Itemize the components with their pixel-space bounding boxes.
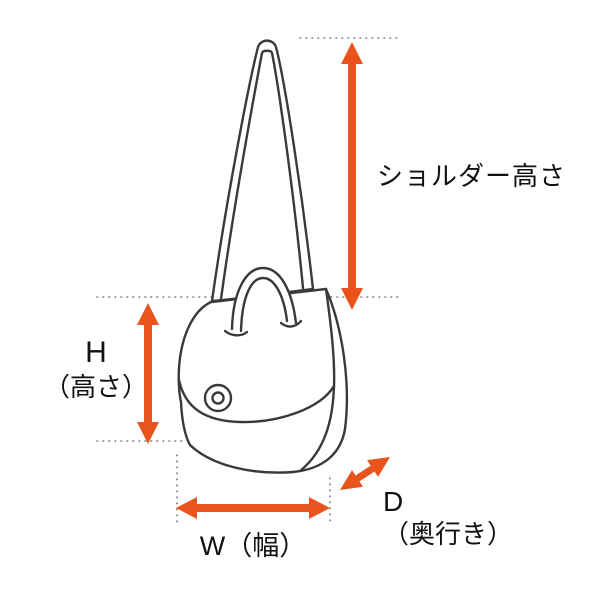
flap-bottom-edge bbox=[177, 378, 336, 424]
depth-name: （奥行き） bbox=[383, 519, 514, 550]
shoulder-height-arrow bbox=[341, 42, 363, 310]
handle-outer bbox=[230, 266, 298, 331]
dimension-arrows bbox=[137, 42, 391, 519]
height-arrow bbox=[137, 303, 159, 444]
bag-illustration bbox=[177, 39, 349, 474]
width-arrow bbox=[176, 497, 330, 519]
height-name: （高さ） bbox=[43, 371, 148, 402]
depth-abbr: D bbox=[383, 486, 404, 517]
depth-arrow bbox=[340, 456, 391, 490]
handle-base-right bbox=[279, 319, 303, 328]
clasp-inner bbox=[211, 391, 225, 405]
handle-inner bbox=[239, 276, 289, 333]
shoulder-height-label: ショルダー高さ bbox=[377, 161, 567, 191]
height-label: H （高さ） bbox=[40, 335, 152, 403]
height-abbr: H bbox=[85, 336, 107, 369]
width-label: W（幅） bbox=[199, 531, 307, 561]
handle-base-left bbox=[223, 329, 249, 337]
depth-label: D （奥行き） bbox=[383, 485, 513, 551]
strap-inner-outline bbox=[219, 49, 305, 301]
